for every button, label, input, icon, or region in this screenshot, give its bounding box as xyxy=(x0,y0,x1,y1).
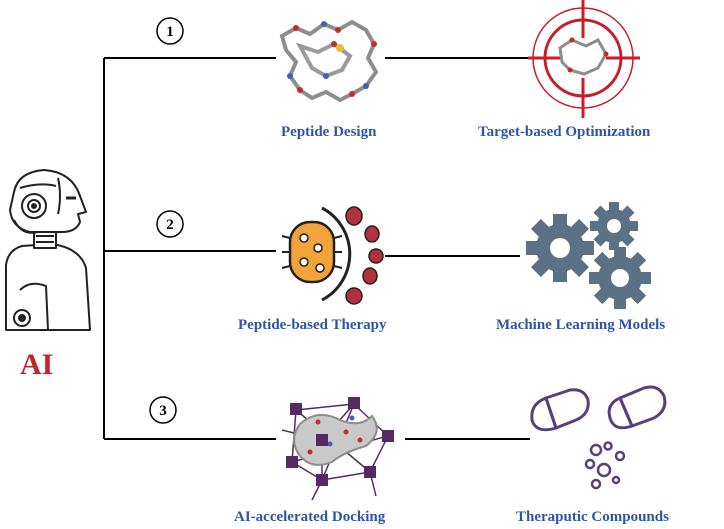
bacteria-attack-icon xyxy=(281,206,384,305)
step-number-3-badge: 3 xyxy=(149,396,177,424)
caption-target-based-optimization: Target-based Optimization xyxy=(478,124,651,140)
caption-peptide-design: Peptide Design xyxy=(281,124,377,140)
step-number-1-badge: 1 xyxy=(156,17,184,45)
step-number-2-badge: 2 xyxy=(156,210,184,238)
ai-label: AI xyxy=(20,348,54,381)
robot-icon xyxy=(5,169,91,331)
gears-icon xyxy=(526,202,651,309)
caption-theraputic-compounds: Theraputic Compounds xyxy=(516,509,669,525)
target-crosshair-icon xyxy=(528,0,640,118)
caption-machine-learning-models: Machine Learning Models xyxy=(496,317,666,333)
caption-peptide-based-therapy: Peptide-based Therapy xyxy=(238,317,387,333)
step-number-2: 2 xyxy=(166,217,174,233)
caption-ai-accelerated-docking: AI-accelerated Docking xyxy=(234,509,386,525)
docking-network-icon xyxy=(281,397,394,501)
step-number-1: 1 xyxy=(166,24,174,40)
step-number-3: 3 xyxy=(159,403,167,419)
connector-lines xyxy=(103,57,530,440)
capsule-pill-icon xyxy=(530,385,667,490)
peptide-molecule-icon xyxy=(279,19,379,103)
